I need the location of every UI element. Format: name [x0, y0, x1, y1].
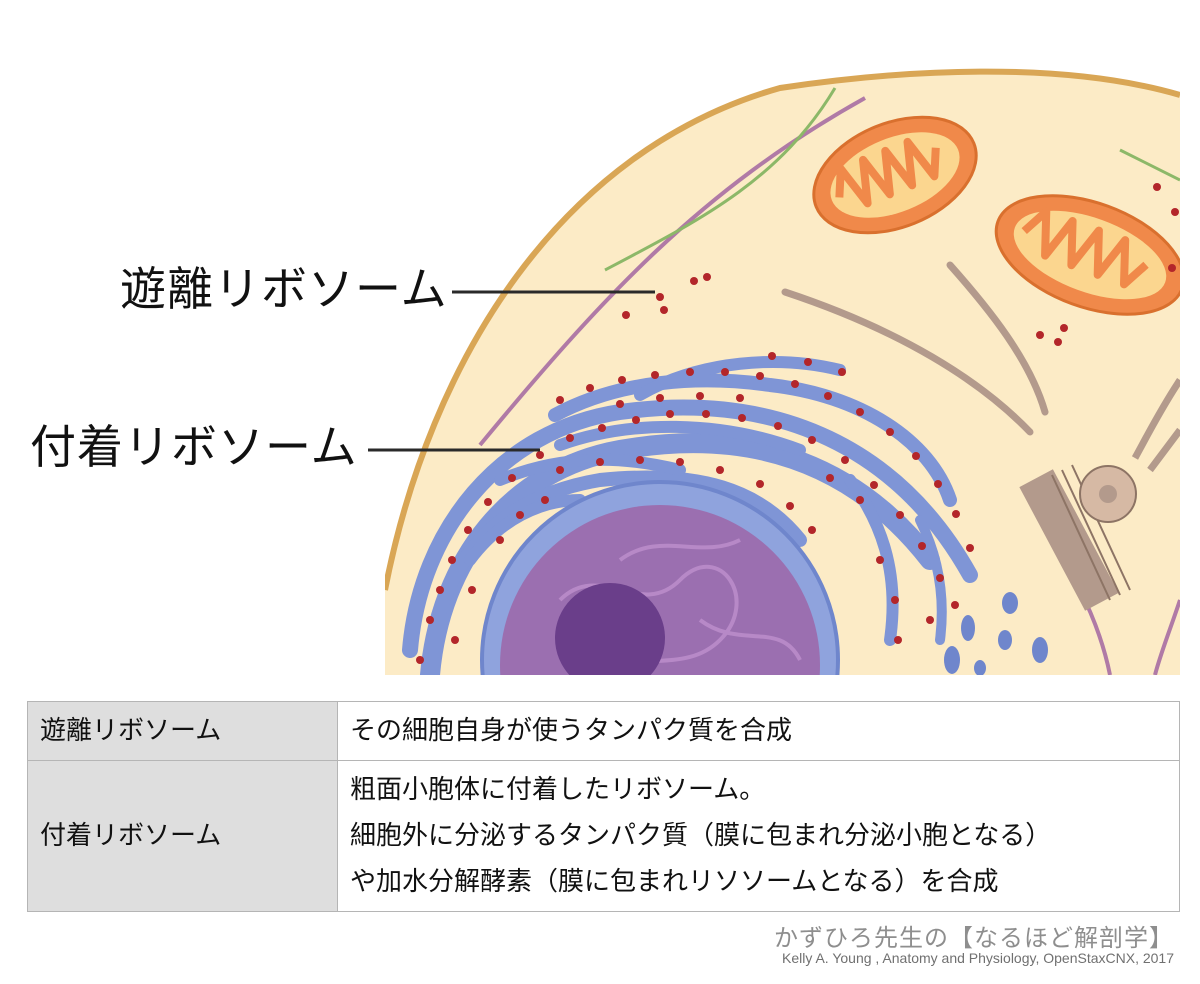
- microtubule-1: [781, 288, 1034, 436]
- vesicles: [944, 592, 1048, 675]
- row-header: 付着リボソーム: [27, 760, 338, 912]
- row-header: 遊離リボソーム: [27, 701, 338, 761]
- free-ribosomes: [622, 183, 1179, 346]
- filament-purple-3: [1153, 599, 1180, 675]
- mitochondrion-2: [994, 194, 1180, 316]
- description-line: 粗面小胞体に付着したリボソーム。: [350, 775, 766, 805]
- credit-source: Kelly A. Young , Anatomy and Physiology,…: [782, 950, 1174, 966]
- cell-illustration: [368, 68, 1180, 675]
- ribosome-comparison-table: 遊離リボソーム その細胞自身が使うタンパク質を合成 付着リボソーム 粗面小胞体に…: [27, 701, 1180, 912]
- microtubule-4: [1147, 427, 1180, 473]
- microtubule-2: [946, 261, 1049, 416]
- cell-membrane: [385, 68, 1180, 591]
- description-line: や加水分解酵素（膜に包まれリソソームとなる）を合成: [350, 867, 999, 897]
- mitochondrion-1: [812, 115, 978, 235]
- description-line: 細胞外に分泌するタンパク質（膜に包まれ分泌小胞となる）: [350, 821, 1052, 851]
- table-row: 遊離リボソーム その細胞自身が使うタンパク質を合成: [27, 701, 1180, 761]
- microtubule-3: [1131, 378, 1180, 460]
- row-description: その細胞自身が使うタンパク質を合成: [337, 701, 1180, 761]
- row-description: 粗面小胞体に付着したリボソーム。 細胞外に分泌するタンパク質（膜に包まれ分泌小胞…: [337, 760, 1180, 912]
- credit-title: かずひろ先生の【なるほど解剖学】: [774, 924, 1174, 952]
- filament-green-2: [1119, 148, 1180, 182]
- table-row: 付着リボソーム 粗面小胞体に付着したリボソーム。 細胞外に分泌するタンパク質（膜…: [27, 760, 1180, 912]
- description-line: その細胞自身が使うタンパク質を合成: [350, 716, 793, 746]
- nucleolus: [555, 583, 665, 675]
- attached-ribosome-label: 付着リボソーム: [30, 420, 358, 474]
- filament-green: [604, 87, 837, 272]
- centriole: [1019, 464, 1137, 611]
- free-ribosome-label: 遊離リボソーム: [120, 262, 448, 316]
- attached-ribosomes: [416, 352, 974, 664]
